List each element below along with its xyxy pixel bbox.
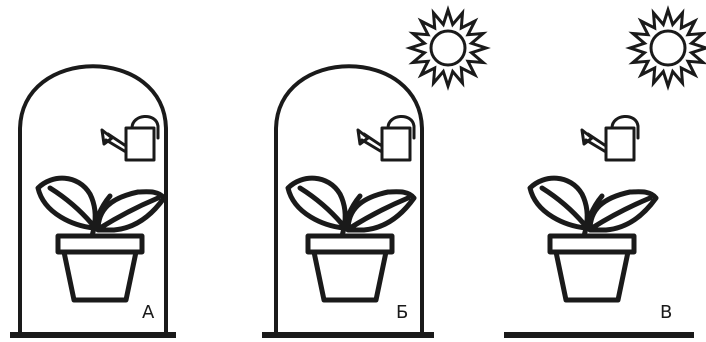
potted-plant-icon <box>288 178 414 300</box>
sun-shape <box>410 10 486 86</box>
ground-line <box>10 332 176 338</box>
ground-line <box>504 332 694 338</box>
panel-b: Б <box>262 10 486 338</box>
watering-can-icon <box>582 116 638 160</box>
potted-plant-icon <box>530 178 656 300</box>
watering-can-icon <box>358 116 414 160</box>
panel-a: А <box>10 66 176 338</box>
panel-label: Б <box>396 302 408 323</box>
panel-c: В <box>504 10 706 338</box>
potted-plant-icon <box>38 178 164 300</box>
panel-label: А <box>142 302 155 323</box>
ground-line <box>262 332 434 338</box>
sun-icon <box>410 10 486 86</box>
sun-icon <box>630 10 706 86</box>
sun-shape <box>630 10 706 86</box>
panel-label: В <box>660 302 672 323</box>
watering-can-icon <box>102 116 158 160</box>
